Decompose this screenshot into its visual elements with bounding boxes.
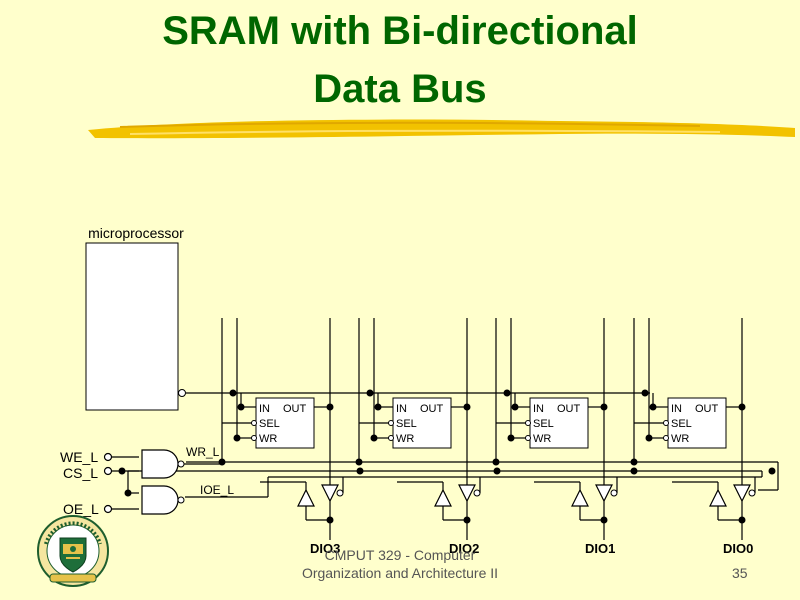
cell-wr-label: WR xyxy=(671,433,689,445)
microprocessor-label: microprocessor xyxy=(88,225,184,241)
cell-in-label: IN xyxy=(259,403,270,415)
wr-l-label: WR_L xyxy=(186,445,220,459)
wire-junction xyxy=(355,458,363,466)
memory-cell xyxy=(529,397,589,449)
wire-junction xyxy=(463,516,471,524)
wire-junction xyxy=(645,434,653,442)
page-number: 35 xyxy=(732,565,748,581)
wire-junction xyxy=(738,403,746,411)
cell-in-label: IN xyxy=(396,403,407,415)
wr-bubble xyxy=(525,435,531,441)
ioe-l-label: IOE_L xyxy=(200,483,234,497)
wire-junction xyxy=(641,389,649,397)
memory-cell xyxy=(255,397,315,449)
dio-label: DIO1 xyxy=(585,541,615,556)
cell-sel-label: SEL xyxy=(533,418,554,430)
sel-bubble xyxy=(251,420,257,426)
cell-wr-label: WR xyxy=(259,433,277,445)
microprocessor-box xyxy=(85,242,179,411)
cs-l-label: CS_L xyxy=(63,465,98,481)
cell-out-label: OUT xyxy=(420,403,444,415)
wire-junction xyxy=(492,458,500,466)
wire-junction xyxy=(768,467,776,475)
cell-in-label: IN xyxy=(533,403,544,415)
output-buffer xyxy=(595,484,613,503)
wire-junction xyxy=(233,434,241,442)
dio-label: DIO3 xyxy=(310,541,340,556)
bit-slice-0: IN OUT SEL WR DIO0 xyxy=(671,403,753,556)
bit-slice-3: IN OUT SEL WR DIO3 xyxy=(259,403,340,556)
bit-slice-2: IN OUT SEL WR DIO2 xyxy=(396,403,479,556)
slide-title-line-1: SRAM with Bi-directional xyxy=(162,9,638,53)
cell-sel-label: SEL xyxy=(396,418,417,430)
bus-wires xyxy=(128,392,779,498)
brush-stroke-underline xyxy=(88,119,795,139)
wr-bubble xyxy=(663,435,669,441)
wire-junction xyxy=(511,403,519,411)
bit-slice-1: IN OUT SEL WR DIO1 xyxy=(533,403,615,556)
oe-l-label: OE_L xyxy=(63,501,99,517)
cell-in-label: IN xyxy=(671,403,682,415)
cell-wr-label: WR xyxy=(396,433,414,445)
wire-junction xyxy=(370,434,378,442)
dio-label: DIO0 xyxy=(723,541,753,556)
wire-junction xyxy=(630,458,638,466)
university-crest-logo xyxy=(37,515,109,587)
slide-title-line-2: Data Bus xyxy=(313,67,487,111)
wire-junction xyxy=(118,467,126,475)
wire-junction xyxy=(366,389,374,397)
sel-bubble xyxy=(525,420,531,426)
output-enable-nand-gate xyxy=(141,485,185,515)
wire-junction xyxy=(738,516,746,524)
cell-wr-label: WR xyxy=(533,433,551,445)
write-nand-gate xyxy=(141,449,185,479)
wire-junction xyxy=(493,467,501,475)
wire-junction xyxy=(229,389,237,397)
wire-junction xyxy=(356,467,364,475)
output-buffer xyxy=(321,484,339,503)
cell-out-label: OUT xyxy=(695,403,719,415)
wire-junction xyxy=(503,389,511,397)
we-l-label: WE_L xyxy=(60,449,98,465)
wire-junction xyxy=(649,403,657,411)
wire-junction xyxy=(507,434,515,442)
wire-junction xyxy=(326,403,334,411)
output-buffer xyxy=(733,484,751,503)
output-buffer xyxy=(458,484,476,503)
memory-cell xyxy=(392,397,452,449)
footer-course-line-1: CMPUT 329 - Computer xyxy=(324,547,476,563)
footer-course-line-2: Organization and Architecture II xyxy=(301,565,499,581)
wire-junction xyxy=(463,403,471,411)
wire-junction xyxy=(630,467,638,475)
cell-sel-label: SEL xyxy=(259,418,280,430)
wire-junction xyxy=(218,458,226,466)
wire-junction xyxy=(124,489,132,497)
bit-slices xyxy=(218,318,776,540)
cell-sel-label: SEL xyxy=(671,418,692,430)
sel-bubble xyxy=(388,420,394,426)
wire-junction xyxy=(237,403,245,411)
wire-junction xyxy=(326,516,334,524)
cell-out-label: OUT xyxy=(557,403,581,415)
wr-bubble xyxy=(388,435,394,441)
inversion-bubble xyxy=(178,389,186,397)
sel-bubble xyxy=(663,420,669,426)
wire-junction xyxy=(600,403,608,411)
memory-cell xyxy=(667,397,727,449)
dio-label: DIO2 xyxy=(449,541,479,556)
cell-out-label: OUT xyxy=(283,403,307,415)
wire-junction xyxy=(600,516,608,524)
wire-junction xyxy=(374,403,382,411)
wr-bubble xyxy=(251,435,257,441)
